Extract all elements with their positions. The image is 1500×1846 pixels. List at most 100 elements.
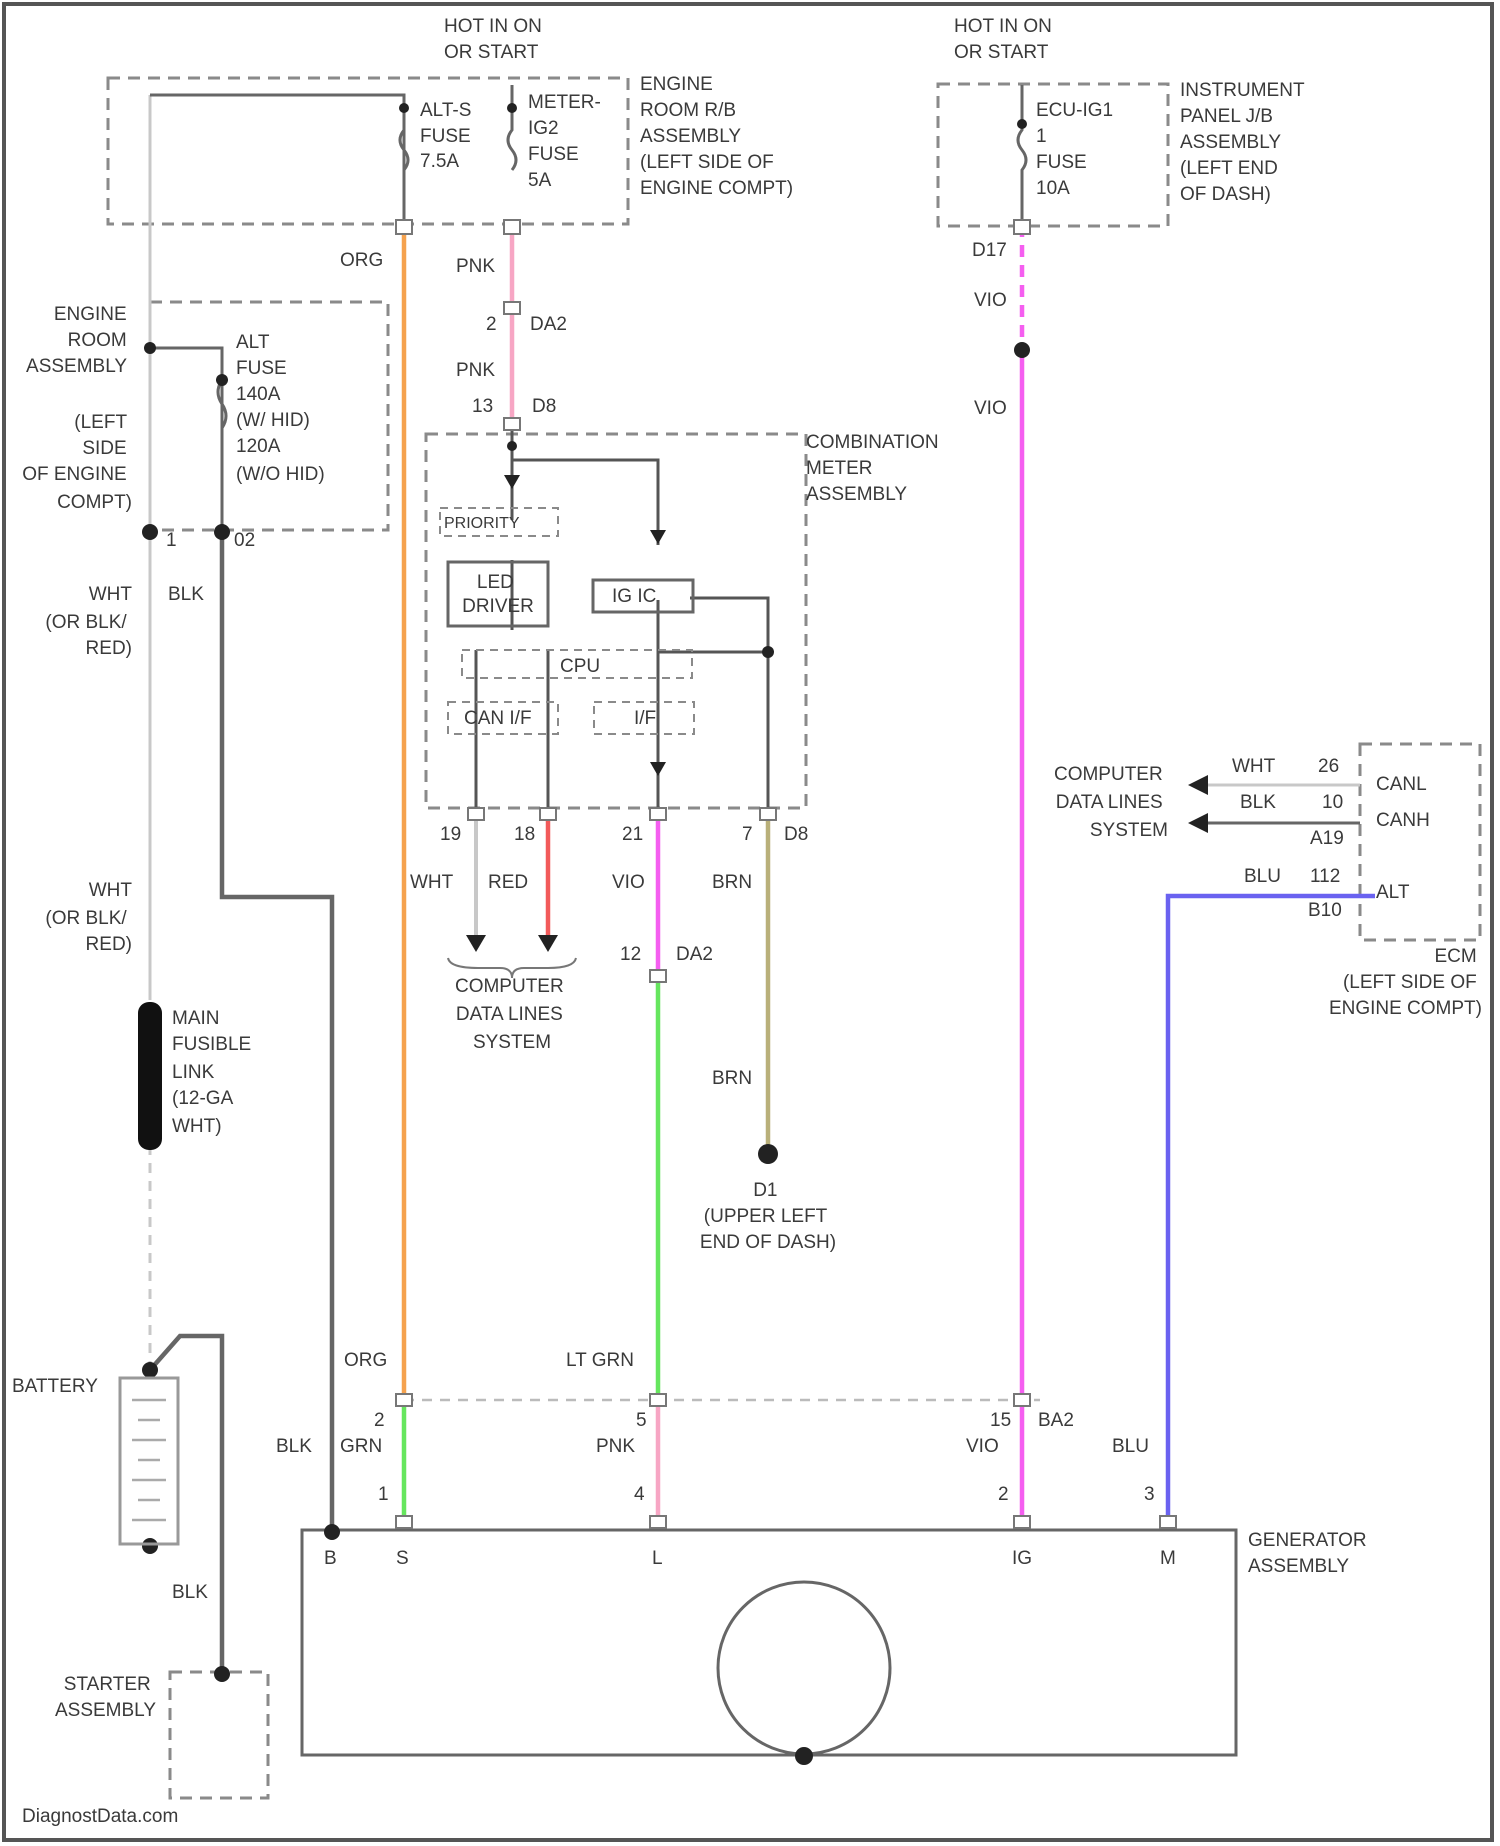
generator-assembly-box	[302, 1530, 1236, 1755]
engine-room-rb-label: ENGINE ROOM R/B ASSEMBLY (LEFT SIDE OF E…	[640, 74, 793, 199]
combo-internal-wiring	[476, 430, 768, 815]
meter-fuse-label: METER- IG2 FUSE 5A	[528, 92, 606, 191]
computer-data-lines-label-1: COMPUTER DATA LINES SYSTEM	[455, 976, 569, 1053]
wire-label-grn: GRN	[340, 1436, 382, 1457]
wire-label-blu-2: BLU	[1112, 1436, 1149, 1457]
instrument-panel-jb-label: INSTRUMENT PANEL J/B ASSEMBLY (LEFT END …	[1180, 80, 1310, 205]
wire-label-pnk-2: PNK	[456, 360, 495, 381]
main-fusible-link-label: MAIN FUSIBLE LINK (12-GA WHT)	[172, 1008, 256, 1137]
ecm-26-label: 26	[1318, 756, 1339, 777]
wire-label-org: ORG	[340, 250, 383, 271]
ecm-blk-label: BLK	[1240, 792, 1276, 813]
combo-arrow-1	[504, 475, 520, 489]
ecu-fuse-label: ECU-IG1 1 FUSE 10A	[1036, 100, 1118, 199]
pin-4-label: 4	[634, 1484, 645, 1505]
connector-2-label: 2	[486, 314, 497, 335]
generator-symbol	[718, 1582, 890, 1754]
ground-d1-label: D1 (UPPER LEFT END OF DASH)	[700, 1180, 836, 1253]
wire-blk-battery-starter	[150, 1336, 222, 1674]
main-fusible-link	[138, 1002, 162, 1150]
generator-assembly-label: GENERATOR ASSEMBLY	[1248, 1530, 1372, 1577]
ecm-label: ECM (LEFT SIDE OF ENGINE COMPT)	[1329, 946, 1482, 1019]
wire-label-vio-4: VIO	[966, 1436, 999, 1457]
wire-label-wht-2: WHT	[410, 872, 454, 893]
wire-label-pnk-3: PNK	[596, 1436, 635, 1457]
hot-label-2b: OR START	[954, 42, 1049, 63]
wire-label-vio-2: VIO	[974, 398, 1007, 419]
ecm-blu-label: BLU	[1244, 866, 1281, 887]
wire-label-vio-1: VIO	[974, 290, 1007, 311]
terminal-l-label: L	[652, 1548, 663, 1569]
ecm-alt-pin-label: ALT	[1376, 882, 1410, 903]
connector-18-label: 18	[514, 824, 535, 845]
connector-1-label: 1	[166, 530, 177, 551]
connector-da2-label: DA2	[530, 314, 567, 335]
led-driver-label: LED DRIVER	[462, 572, 534, 617]
arrow-canh	[1188, 813, 1208, 833]
engine-room-assembly-label: ENGINE ROOM ASSEMBLY (LEFT SIDE OF ENGIN…	[22, 304, 132, 513]
wire-label-blk-3: BLK	[172, 1582, 208, 1603]
pin-1-label: 1	[378, 1484, 389, 1505]
alts-fuse-label: ALT-S FUSE 7.5A	[420, 100, 477, 172]
ecm-wht-label: WHT	[1232, 756, 1276, 777]
connector-02-label: 02	[234, 530, 255, 551]
generator-ground-dot	[795, 1747, 813, 1765]
can-if-label: CAN I/F	[464, 708, 532, 729]
wire-label-brn: BRN	[712, 872, 752, 893]
watermark: DiagnostData.com	[22, 1806, 178, 1827]
wire-label-blk-2: BLK	[276, 1436, 312, 1457]
combo-arrow-3	[650, 762, 666, 776]
wire-label-wht-alt-2: (OR BLK/ RED)	[45, 908, 132, 955]
hot-label-1b: OR START	[444, 42, 539, 63]
combination-meter-label: COMBINATION METER ASSEMBLY	[806, 432, 944, 505]
cpu-label: CPU	[560, 656, 600, 677]
bottom-connector-2-label: 2	[374, 1410, 385, 1431]
hot-label-2: HOT IN ON	[954, 16, 1052, 37]
connector-d17-label: D17	[972, 240, 1007, 261]
connector-21-label: 21	[622, 824, 643, 845]
meter-fuse-symbol	[508, 85, 516, 170]
wire-label-wht-3: WHT	[89, 880, 133, 901]
alt-fuse-label: ALT FUSE 140A (W/ HID) 120A (W/O HID)	[236, 332, 325, 485]
wire-label-blk-1: BLK	[168, 584, 204, 605]
connector-da2b-label: DA2	[676, 944, 713, 965]
connector-d8-label: D8	[532, 396, 556, 417]
starter-assembly-label: STARTER ASSEMBLY	[55, 1674, 156, 1721]
ecm-112-label: 112	[1310, 866, 1340, 887]
ecu-fuse-symbol	[1018, 85, 1026, 225]
terminal-b-label: B	[324, 1548, 337, 1569]
ecm-10-label: 10	[1322, 792, 1343, 813]
wire-label-pnk-1: PNK	[456, 256, 495, 277]
arrow-canl	[1188, 775, 1208, 795]
computer-data-lines-label-2: COMPUTER DATA LINES SYSTEM	[1054, 764, 1168, 841]
connector-7-label: 7	[742, 824, 753, 845]
wire-white-top	[150, 95, 404, 225]
connector-19-label: 19	[440, 824, 461, 845]
ecm-canl-label: CANL	[1376, 774, 1427, 795]
arrow-red-18	[538, 935, 558, 952]
wire-label-red: RED	[488, 872, 528, 893]
if-label: I/F	[634, 708, 656, 729]
ecm-canh-label: CANH	[1376, 810, 1430, 831]
combination-meter-box	[426, 434, 806, 808]
combo-arrow-2	[650, 530, 666, 544]
battery-symbol	[120, 1378, 178, 1544]
starter-assembly-box	[170, 1672, 268, 1798]
wire-label-vio-3: VIO	[612, 872, 645, 893]
bottom-connector-15-label: 15	[990, 1410, 1011, 1431]
wire-label-wht-alt-1: (OR BLK/ RED)	[45, 612, 132, 659]
wire-label-brn-2: BRN	[712, 1068, 752, 1089]
wire-label-wht-1: WHT	[89, 584, 133, 605]
terminal-m-label: M	[1160, 1548, 1176, 1569]
ecm-a19-label: A19	[1310, 828, 1344, 849]
connector-d8b-label: D8	[784, 824, 808, 845]
terminal-s-label: S	[396, 1548, 409, 1569]
pin-3-label: 3	[1144, 1484, 1155, 1505]
bottom-connector-ba2-label: BA2	[1038, 1410, 1074, 1431]
connector-12-label: 12	[620, 944, 641, 965]
bottom-connector-5-label: 5	[636, 1410, 647, 1431]
arrow-wht-19	[466, 935, 486, 952]
wire-alt-fuse-branch	[150, 348, 222, 532]
connector-13-label: 13	[472, 396, 493, 417]
